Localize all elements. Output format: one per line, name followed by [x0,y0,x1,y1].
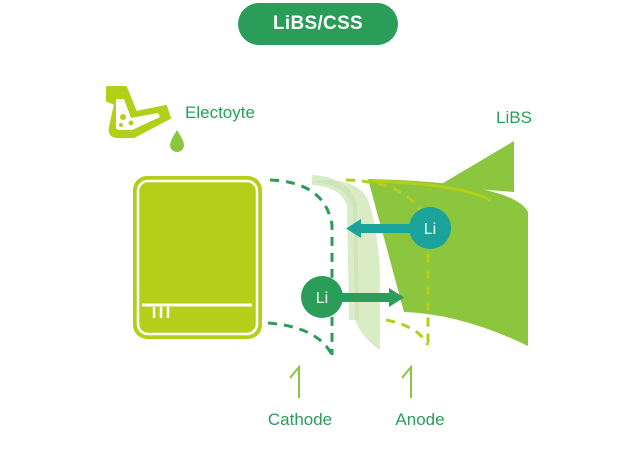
li-ion-upper: Li [346,207,451,249]
li-ion-lower: Li [301,276,404,318]
anode-label: Anode [395,410,444,429]
title-text: LiBS/CSS [272,13,364,34]
cathode-label: Cathode [268,410,332,429]
li-upper-label: Li [424,221,436,238]
libs-label: LiBS [496,108,532,127]
separator-sheet [308,180,380,350]
electrolyte-label: Electoyte [185,103,255,122]
title-badge: LiBS/CSS [238,3,398,45]
droplet-icon [170,130,184,152]
anode-pointer [401,364,412,398]
libs-sheet [368,141,528,346]
cathode-pointer [289,364,300,398]
li-lower-label: Li [316,290,328,307]
battery-cell-icon [133,176,262,339]
arrow-left-icon [360,224,414,233]
flask-icon [106,86,171,138]
cathode-outline [267,178,334,356]
arrow-right-icon [340,293,392,302]
